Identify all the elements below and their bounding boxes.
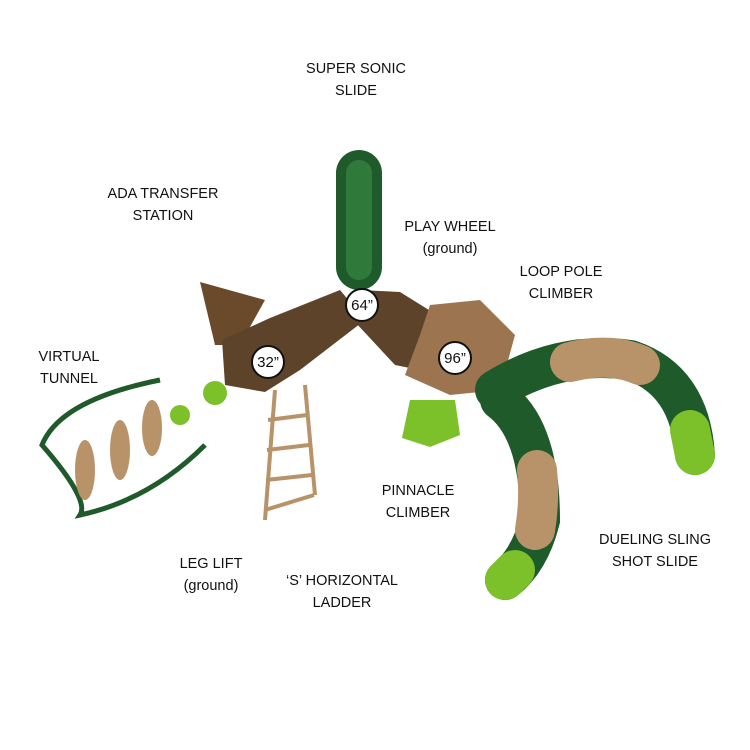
label-line: LOOP POLE [519,264,603,280]
label-line: ‘S’ HORIZONTAL [286,573,398,589]
leg-lift [203,381,227,405]
label-line: STATION [132,208,194,224]
label-line: PLAY WHEEL [404,219,496,235]
label-line: VIRTUAL [38,349,100,365]
label-line: ADA TRANSFER [107,186,219,202]
label-pinnacle-climber: PINNACLE CLIMBER [382,480,455,524]
label-play-wheel: PLAY WHEEL (ground) [404,216,495,260]
label-line: SHOT SLIDE [612,554,698,570]
label-line: TUNNEL [39,371,99,387]
label-loop-pole-climber: LOOP POLE CLIMBER [520,261,603,305]
label-line: SUPER SONIC [306,61,406,77]
pinnacle-climber [402,400,460,447]
label-super-sonic-slide: SUPER SONIC SLIDE [306,58,406,102]
label-dueling-sling-shot-slide: DUELING SLING SHOT SLIDE [599,529,711,573]
deck-height-64: 64” [345,288,379,322]
label-line: CLIMBER [385,505,451,521]
label-line: DUELING SLING [599,532,711,548]
label-line: (ground) [422,241,478,257]
deck-height-32: 32” [251,345,285,379]
virtual-tunnel [39,377,207,519]
super-sonic-slide [336,150,382,290]
label-line: CLIMBER [528,286,594,302]
deck-height-96: 96” [438,341,472,375]
label-ada-transfer-station: ADA TRANSFER STATION [108,183,219,227]
s-horizontal-ladder [263,384,317,521]
label-line: PINNACLE [381,483,455,499]
label-line: LADDER [312,595,372,611]
label-line: LEG LIFT [179,556,243,572]
label-leg-lift: LEG LIFT (ground) [180,553,243,597]
dueling-sling-shot-slide [475,337,715,600]
label-line: (ground) [183,578,239,594]
label-s-horizontal-ladder: ‘S’ HORIZONTAL LADDER [286,570,398,614]
label-virtual-tunnel: VIRTUAL TUNNEL [39,346,100,390]
label-line: SLIDE [335,83,377,99]
